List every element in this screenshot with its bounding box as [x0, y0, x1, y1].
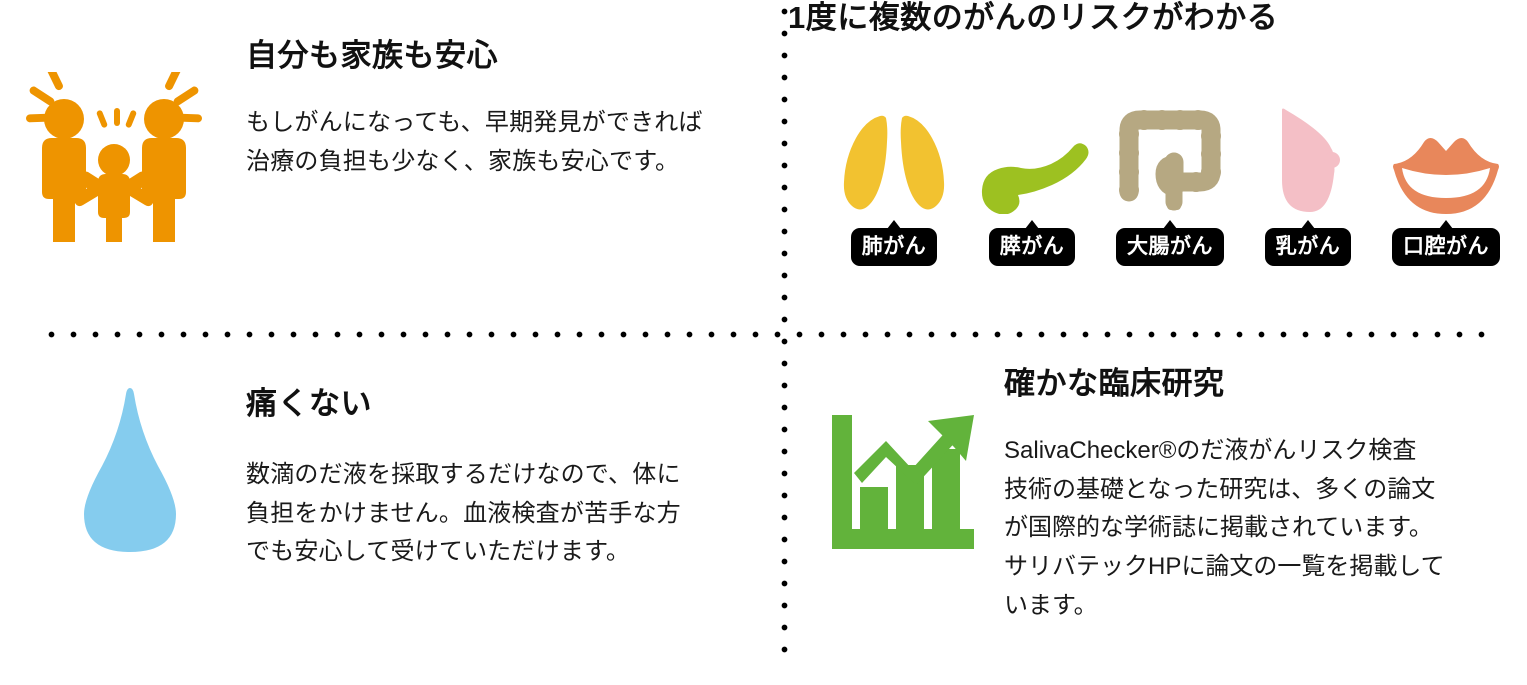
family-text-column: 自分も家族も安心 もしがんになっても、早期発見ができれば 治療の負担も少なく、家… — [246, 38, 766, 181]
panel-body-family: もしがんになっても、早期発見ができれば 治療の負担も少なく、家族も安心です。 — [246, 104, 766, 182]
panel-multi-cancer: 1度に複数のがんのリスクがわかる 肺がん — [788, 0, 1527, 331]
research-text-column: 確かな臨床研究 SalivaChecker®のだ液がんリスク検査 技術の基礎とな… — [1004, 366, 1524, 626]
body-line: SalivaChecker®のだ液がんリスク検査 — [1004, 436, 1417, 464]
panel-title-painless: 痛くない — [246, 386, 372, 421]
panel-title-multi-cancer: 1度に複数のがんのリスクがわかる — [788, 0, 1279, 35]
organ-label-breast: 乳がん — [1264, 228, 1352, 266]
panel-body-research: SalivaChecker®のだ液がんリスク検査 技術の基礎となった研究は、多く… — [1004, 432, 1524, 626]
organ-cell-lung: 肺がん — [830, 106, 958, 266]
colon-icon — [1118, 106, 1222, 214]
body-line: サリバテックHPに論文の一覧を掲載して — [1004, 553, 1445, 581]
organ-label-mouth: 口腔がん — [1392, 228, 1500, 266]
painless-text-column: 痛くない 数滴のだ液を採取するだけなので、体に 負担をかけません。血液検査が苦手… — [246, 386, 766, 572]
organ-cell-mouth: 口腔がん — [1382, 106, 1510, 266]
body-line: 技術の基礎となった研究は、多くの論文 — [1004, 475, 1436, 503]
vertical-dotted-divider — [781, 8, 788, 663]
body-line: います。 — [1004, 592, 1098, 620]
body-line: 負担をかけません。血液検査が苦手な方 — [246, 499, 681, 527]
panel-clinical-research: 確かな臨床研究 SalivaChecker®のだ液がんリスク検査 技術の基礎とな… — [788, 338, 1527, 685]
water-drop-icon — [78, 388, 182, 561]
organ-cell-colon: 大腸がん — [1106, 106, 1234, 266]
organ-label-pancreas: 膵がん — [988, 228, 1076, 266]
mouth-icon — [1390, 106, 1502, 214]
organ-cell-breast: 乳がん — [1244, 106, 1372, 266]
body-line: 治療の負担も少なく、家族も安心です。 — [246, 147, 680, 175]
panel-family-reassurance: 自分も家族も安心 もしがんになっても、早期発見ができれば 治療の負担も少なく、家… — [0, 0, 781, 331]
breast-icon — [1276, 106, 1340, 214]
lungs-icon — [842, 106, 946, 214]
organ-label-colon: 大腸がん — [1116, 228, 1224, 266]
panel-body-painless: 数滴のだ液を採取するだけなので、体に 負担をかけません。血液検査が苦手な方 でも… — [246, 456, 766, 573]
body-line: でも安心して受けていただけます。 — [246, 538, 631, 566]
pancreas-icon — [973, 106, 1091, 214]
organ-icon-row: 肺がん 膵がん — [830, 106, 1510, 266]
horizontal-dotted-divider — [48, 331, 1491, 338]
panel-painless: 痛くない 数滴のだ液を採取するだけなので、体に 負担をかけません。血液検査が苦手… — [0, 338, 781, 685]
panel-title-research: 確かな臨床研究 — [1004, 366, 1225, 401]
body-line: 数滴のだ液を採取するだけなので、体に — [246, 460, 681, 488]
organ-cell-pancreas: 膵がん — [968, 106, 1096, 266]
body-line: が国際的な学術誌に掲載されています。 — [1004, 514, 1433, 542]
growth-bar-chart-icon — [828, 413, 978, 558]
organ-label-lung: 肺がん — [850, 228, 938, 266]
panel-title-family: 自分も家族も安心 — [246, 38, 498, 73]
body-line: もしがんになっても、早期発見ができれば — [246, 108, 703, 136]
family-three-people-icon — [14, 65, 214, 249]
